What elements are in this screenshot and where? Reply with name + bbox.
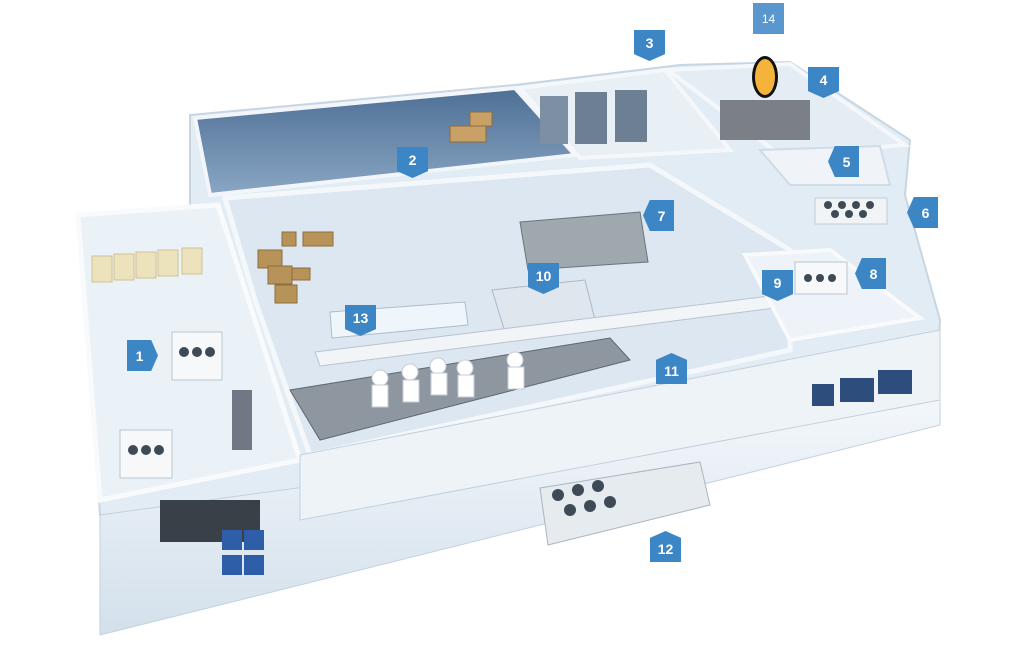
windows bbox=[812, 370, 912, 406]
marker-5: 5 bbox=[828, 146, 859, 177]
boxes bbox=[449, 111, 493, 143]
marker-11: 11 bbox=[656, 353, 687, 384]
marker-13: 13 bbox=[345, 305, 376, 336]
marker-10: 10 bbox=[528, 263, 559, 294]
marker-3: 3 bbox=[634, 30, 665, 61]
marker-4: 4 bbox=[808, 67, 839, 98]
highlight-ring bbox=[752, 56, 778, 98]
exhaust-hood bbox=[519, 211, 649, 271]
oven bbox=[575, 92, 607, 144]
tray-rack bbox=[720, 100, 810, 140]
marker-2: 2 bbox=[397, 147, 428, 178]
front-facade-upper bbox=[299, 329, 941, 521]
workers bbox=[371, 351, 525, 408]
marker-12: 12 bbox=[650, 531, 681, 562]
oven bbox=[615, 90, 647, 142]
boxes bbox=[257, 231, 334, 304]
oven bbox=[540, 96, 568, 144]
loading-door bbox=[160, 500, 260, 542]
marker-8: 8 bbox=[855, 258, 886, 289]
external-condenser bbox=[539, 461, 711, 546]
crates bbox=[222, 530, 264, 575]
marker-6: 6 bbox=[907, 197, 938, 228]
marker-1: 1 bbox=[127, 340, 158, 371]
bins bbox=[91, 247, 203, 283]
marker-14: 14 bbox=[753, 3, 784, 34]
marker-7: 7 bbox=[643, 200, 674, 231]
marker-9: 9 bbox=[762, 270, 793, 301]
conveyor-ramp bbox=[232, 390, 252, 450]
